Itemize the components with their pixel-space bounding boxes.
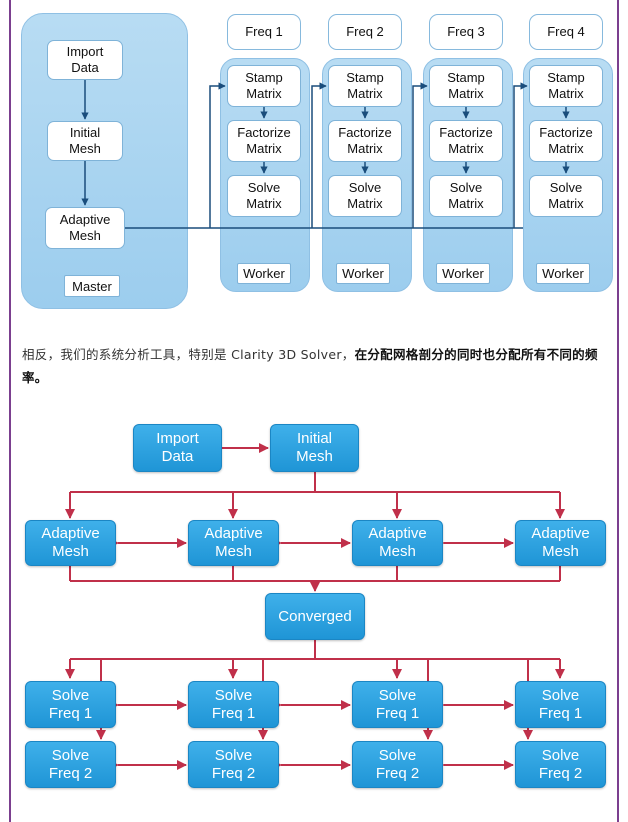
- worker3-label: Worker: [436, 263, 490, 284]
- freq-header-2: Freq 2: [328, 14, 402, 50]
- worker2-factorize-matrix: Factorize Matrix: [328, 120, 402, 162]
- master-node-adaptive-mesh: Adaptive Mesh: [45, 207, 125, 249]
- master-node-import-data: Import Data: [47, 40, 123, 80]
- node-solve-f1-4: Solve Freq 1: [515, 681, 606, 728]
- node-solve-f1-2: Solve Freq 1: [188, 681, 279, 728]
- caption-plain: 相反，我们的系统分析工具，特别是 Clarity 3D Solver，: [22, 347, 355, 362]
- caption-text: 相反，我们的系统分析工具，特别是 Clarity 3D Solver，在分配网格…: [22, 343, 612, 389]
- freq-header-1: Freq 1: [227, 14, 301, 50]
- split-bus-1: [70, 472, 316, 493]
- master-node-initial-mesh: Initial Mesh: [47, 121, 123, 161]
- worker4-stamp-matrix: Stamp Matrix: [529, 65, 603, 107]
- worker3-solve-matrix: Solve Matrix: [429, 175, 503, 217]
- node-solve-f2-3: Solve Freq 2: [352, 741, 443, 788]
- worker2-stamp-matrix: Stamp Matrix: [328, 65, 402, 107]
- node-solve-f1-3: Solve Freq 1: [352, 681, 443, 728]
- node-solve-f1-1: Solve Freq 1: [25, 681, 116, 728]
- master-label: Master: [64, 275, 120, 297]
- node-adaptive-mesh-4: Adaptive Mesh: [515, 520, 606, 566]
- worker1-stamp-matrix: Stamp Matrix: [227, 65, 301, 107]
- node-solve-f2-4: Solve Freq 2: [515, 741, 606, 788]
- worker2-label: Worker: [336, 263, 390, 284]
- worker1-solve-matrix: Solve Matrix: [227, 175, 301, 217]
- worker4-solve-matrix: Solve Matrix: [529, 175, 603, 217]
- freq-header-3: Freq 3: [429, 14, 503, 50]
- worker1-factorize-matrix: Factorize Matrix: [227, 120, 301, 162]
- right-frame-line: [617, 0, 619, 822]
- left-frame-line: [9, 0, 11, 822]
- worker1-label: Worker: [237, 263, 291, 284]
- worker2-solve-matrix: Solve Matrix: [328, 175, 402, 217]
- node-solve-f2-2: Solve Freq 2: [188, 741, 279, 788]
- caption-bold: 在分配网格剖分的同时也分配所有不同的频率。: [22, 347, 598, 385]
- node-initial-mesh: Initial Mesh: [270, 424, 359, 472]
- worker3-factorize-matrix: Factorize Matrix: [429, 120, 503, 162]
- node-adaptive-mesh-1: Adaptive Mesh: [25, 520, 116, 566]
- node-adaptive-mesh-2: Adaptive Mesh: [188, 520, 279, 566]
- freq-header-4: Freq 4: [529, 14, 603, 50]
- node-import-data: Import Data: [133, 424, 222, 472]
- worker4-label: Worker: [536, 263, 590, 284]
- node-solve-f2-1: Solve Freq 2: [25, 741, 116, 788]
- node-adaptive-mesh-3: Adaptive Mesh: [352, 520, 443, 566]
- worker4-factorize-matrix: Factorize Matrix: [529, 120, 603, 162]
- worker3-stamp-matrix: Stamp Matrix: [429, 65, 503, 107]
- node-converged: Converged: [265, 593, 365, 640]
